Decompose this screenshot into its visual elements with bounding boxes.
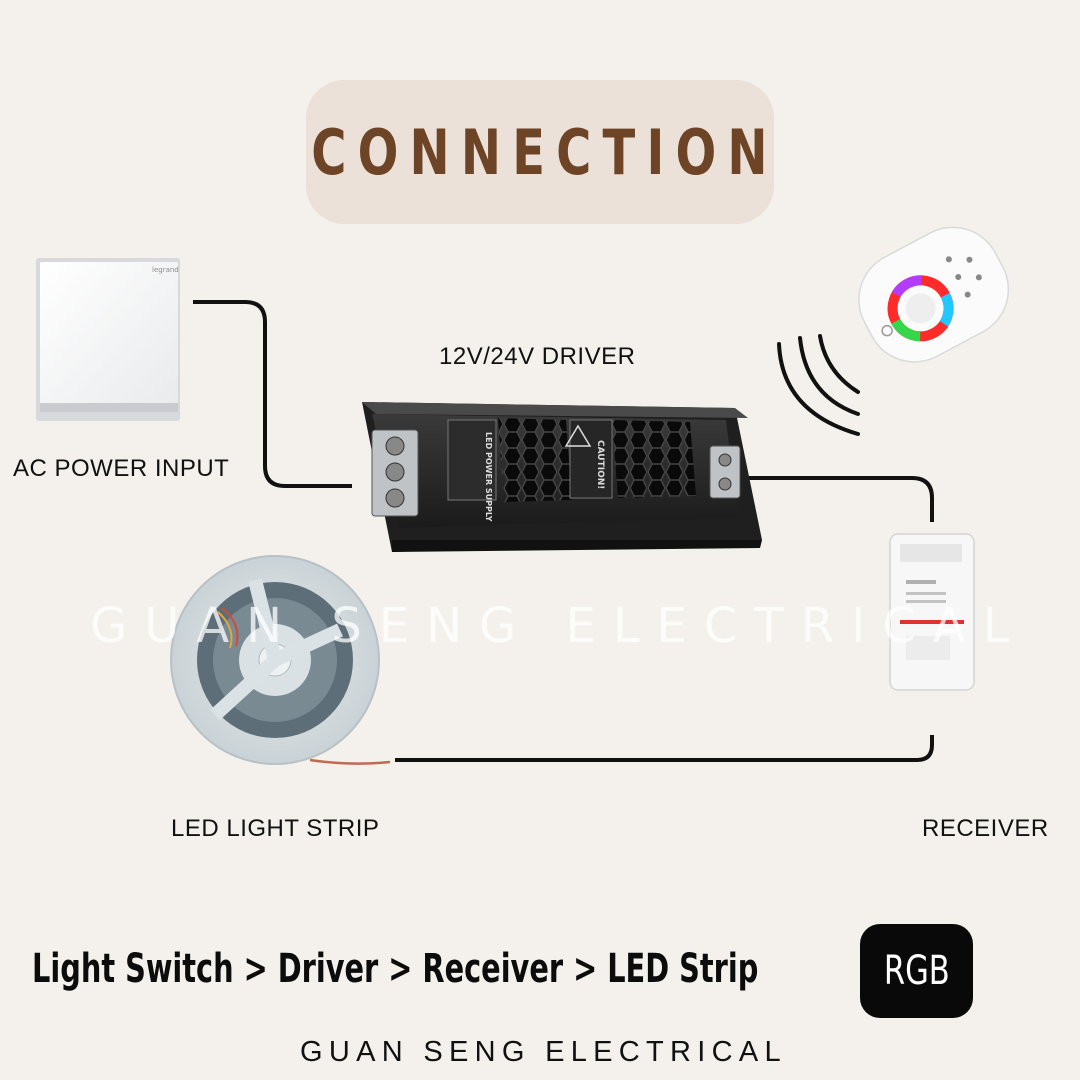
light-switch-image: legrand bbox=[36, 258, 180, 421]
rgb-badge-label: RGB bbox=[884, 948, 950, 994]
signal-waves-icon bbox=[779, 336, 858, 434]
wire-driver-to-receiver bbox=[748, 478, 932, 522]
remote-control-image bbox=[842, 210, 1025, 378]
driver-plate-text: LED POWER SUPPLY bbox=[484, 432, 493, 522]
watermark: GUAN SENG ELECTRICAL bbox=[90, 598, 1026, 654]
led-strip-reel-image bbox=[171, 556, 390, 764]
driver-caution-text: CAUTION! bbox=[595, 440, 605, 489]
ac-power-label: AC POWER INPUT bbox=[13, 455, 229, 483]
led-strip-label: LED LIGHT STRIP bbox=[171, 815, 379, 843]
brand-footer: GUAN SENG ELECTRICAL bbox=[300, 1036, 787, 1069]
switch-logo-text: legrand bbox=[152, 266, 179, 274]
receiver-label: RECEIVER bbox=[922, 815, 1049, 843]
driver-label: 12V/24V DRIVER bbox=[439, 343, 635, 371]
rgb-badge: RGB bbox=[860, 924, 973, 1018]
connection-flow-text: Light Switch > Driver > Receiver > LED S… bbox=[32, 946, 758, 992]
wire-receiver-to-strip bbox=[395, 735, 932, 760]
driver-image: LED POWER SUPPLY CAUTION! bbox=[362, 402, 762, 552]
